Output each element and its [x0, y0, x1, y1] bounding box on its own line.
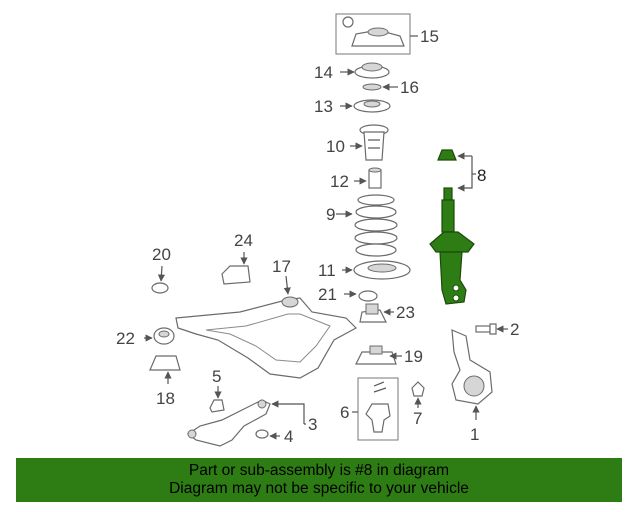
callout-9: 9: [326, 205, 335, 224]
part-20-bushing-cap[interactable]: [151, 265, 169, 294]
callout-22: 22: [116, 329, 135, 348]
callout-4: 4: [284, 427, 293, 446]
callout-14: 14: [314, 63, 333, 82]
callout-3: 3: [308, 415, 317, 434]
part-2-bolt[interactable]: [475, 323, 508, 335]
part-6-ball-joint[interactable]: [352, 377, 399, 441]
part-19-mount[interactable]: [355, 345, 402, 365]
callout-7: 7: [413, 409, 422, 428]
callout-12: 12: [330, 172, 349, 191]
callout-13: 13: [314, 97, 333, 116]
callout-21: 21: [318, 285, 337, 304]
callout-11: 11: [318, 261, 336, 280]
part-7-nut[interactable]: [411, 381, 425, 408]
part-14-mount-bearing[interactable]: [340, 62, 390, 79]
part-13-spring-seat[interactable]: [340, 99, 391, 113]
callout-1: 1: [470, 425, 479, 444]
info-banner: Part or sub-assembly is #8 in diagram Di…: [16, 458, 622, 502]
part-24-bracket[interactable]: [221, 252, 251, 285]
suspension-parts-diagram: 15 14 16 13 10 12: [116, 13, 519, 447]
part-3-lower-control-arm[interactable]: [186, 399, 306, 447]
part-1-steering-knuckle[interactable]: [451, 329, 493, 420]
part-21-nut[interactable]: [344, 290, 378, 302]
part-12-insulator[interactable]: [354, 167, 382, 189]
part-16-washer[interactable]: [362, 83, 398, 91]
callout-18: 18: [156, 389, 175, 408]
part-11-lower-insulator[interactable]: [342, 260, 411, 280]
callout-19: 19: [404, 347, 423, 366]
part-10-bump-stop[interactable]: [350, 124, 389, 161]
part-17-crossmember[interactable]: [175, 275, 357, 379]
callout-23: 23: [396, 303, 415, 322]
part-22-bushing[interactable]: [144, 327, 175, 345]
part-18-mount[interactable]: [149, 355, 181, 384]
callout-16: 16: [400, 78, 419, 97]
banner-line-1: Part or sub-assembly is #8 in diagram: [188, 462, 450, 479]
part-8-strut-assembly[interactable]: [429, 149, 476, 305]
callout-20: 20: [152, 245, 171, 264]
callout-2: 2: [510, 320, 519, 339]
callout-8: 8: [477, 166, 486, 185]
callout-10: 10: [326, 137, 345, 156]
part-4-bolt[interactable]: [255, 429, 280, 440]
callout-24: 24: [234, 231, 253, 250]
callout-6: 6: [340, 403, 349, 422]
callout-15: 15: [420, 27, 439, 46]
callout-17: 17: [272, 257, 291, 276]
banner-line-2: Diagram may not be specific to your vehi…: [169, 480, 469, 497]
part-23-bushing[interactable]: [359, 303, 394, 323]
part-5-clip[interactable]: [209, 386, 225, 413]
part-15-strut-mount[interactable]: [335, 13, 418, 55]
part-9-coil-spring[interactable]: [336, 194, 398, 257]
callout-5: 5: [212, 367, 221, 386]
